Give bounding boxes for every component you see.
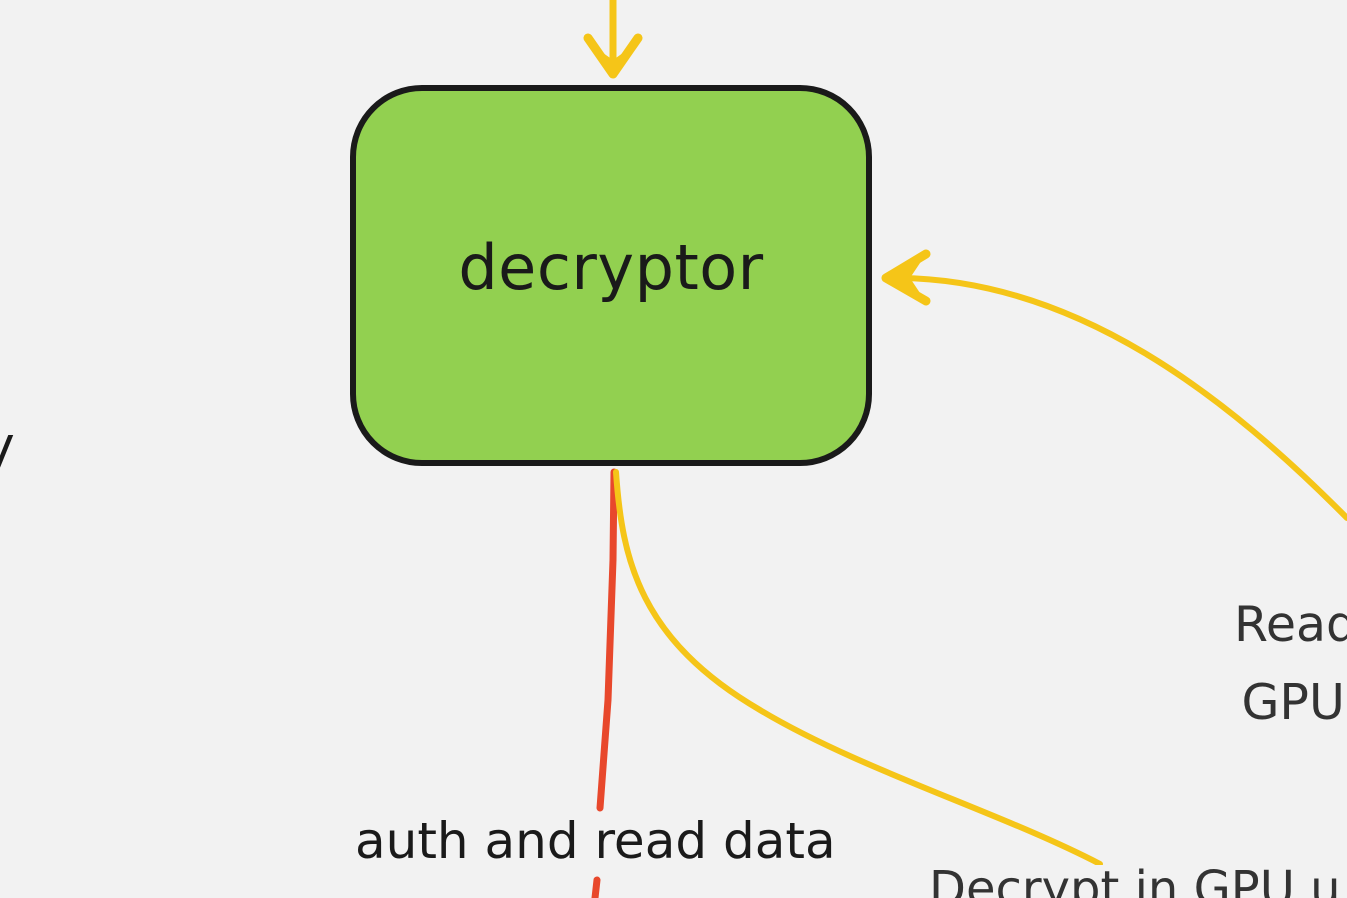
edge-read-arrowfill — [886, 260, 922, 296]
edge-read-from-gpud[interactable] — [881, 249, 1347, 521]
edge-read-line — [897, 275, 1347, 521]
partial-label-left[interactable]: y — [0, 420, 15, 472]
edge-auth-and-read[interactable] — [591, 468, 618, 898]
edge-top-incoming[interactable] — [583, 0, 643, 79]
node-decryptor-label: decryptor — [458, 231, 764, 304]
edge-decrypt-in-gpu[interactable] — [613, 469, 1103, 867]
edge-decrypt-line — [613, 469, 1103, 867]
edge-top-arrowfill — [596, 48, 630, 74]
edge-label-decrypt-in-gpu[interactable]: Decrypt in GPU u — [925, 865, 1345, 898]
edge-label-auth-and-read[interactable]: auth and read data — [353, 812, 838, 870]
node-decryptor[interactable]: decryptor — [350, 85, 872, 466]
edge-auth-line-lower — [591, 876, 601, 898]
edge-auth-line-upper — [596, 468, 618, 812]
